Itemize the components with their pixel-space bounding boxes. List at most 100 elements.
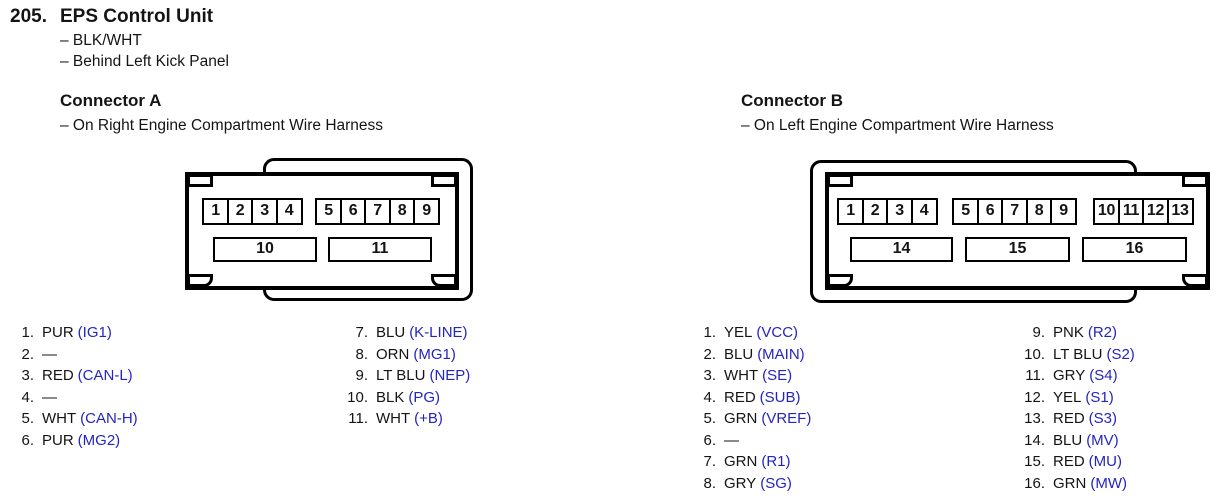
pin-box: 5 — [952, 198, 979, 225]
pin-number: 11. — [1025, 367, 1045, 384]
pin-row: 8.GRY(SG) — [690, 473, 811, 495]
pin-box: 6 — [339, 198, 367, 225]
wire-color: — — [42, 345, 57, 363]
pin-row: 10.LT BLU(S2) — [1019, 344, 1135, 366]
wire-color: LT BLU — [1053, 345, 1103, 363]
wire-color: GRY — [724, 474, 757, 492]
pin-row: 2.BLU(MAIN) — [690, 344, 811, 366]
pin-number: 1. — [21, 324, 34, 341]
pin-row: 7.BLU(K-LINE) — [342, 322, 470, 344]
pin-row: 1.PUR(IG1) — [8, 322, 138, 344]
corner-notch — [431, 174, 457, 187]
pin-box: 11 — [1117, 198, 1145, 225]
signal-name: (VCC) — [756, 324, 799, 341]
signal-name: (MV) — [1086, 431, 1119, 449]
pin-number: 12. — [1024, 388, 1045, 406]
wire-color: YEL — [1053, 388, 1082, 406]
pin-box: 10 — [1093, 198, 1120, 225]
wire-color: PUR — [42, 431, 74, 449]
pin-row: 3.RED(CAN-L) — [8, 365, 138, 387]
wire-color: BLU — [724, 345, 754, 363]
signal-name: (MG1) — [413, 345, 456, 363]
pin-number: 9. — [1032, 324, 1045, 341]
wire-color: WHT — [42, 410, 77, 427]
pin-row: 13. RED(S3) — [1019, 408, 1135, 430]
corner-notch — [827, 274, 853, 287]
pin-number: 7. — [703, 453, 716, 470]
pin-number: 15. — [1024, 453, 1045, 470]
pin-box: 8 — [388, 198, 416, 225]
wire-color: YEL — [724, 324, 753, 341]
pin-number: 2. — [21, 345, 34, 363]
pin-number: 14. — [1024, 431, 1045, 449]
pin-box: 5 — [315, 198, 342, 225]
signal-name: (NEP) — [429, 367, 471, 384]
pin-row: 3.WHT(SE) — [690, 365, 811, 387]
corner-notch — [187, 274, 213, 287]
signal-name: (S3) — [1088, 410, 1118, 427]
corner-notch — [1182, 174, 1208, 187]
connector-a-subtitle: – On Right Engine Compartment Wire Harne… — [60, 117, 384, 134]
pin-row: 14. BLU(MV) — [1019, 430, 1135, 452]
connector-b-subtitle: – On Left Engine Compartment Wire Harnes… — [741, 117, 1054, 134]
signal-name: (+B) — [414, 410, 443, 427]
pin-row: 11.WHT(+B) — [342, 408, 470, 430]
pin-box-wide: 15 — [965, 237, 1070, 262]
wire-color: WHT — [724, 367, 759, 384]
pin-number: 10. — [1024, 345, 1045, 363]
pin-number: 13. — [1024, 410, 1045, 427]
wire-color: BLU — [376, 324, 406, 341]
pin-number: 6. — [703, 431, 716, 449]
pin-number: 3. — [21, 367, 34, 384]
pin-row: 11.GRY(S4) — [1019, 365, 1135, 387]
pin-box: 2 — [226, 198, 254, 225]
item-number: 205. — [10, 6, 47, 27]
pin-box: 8 — [1025, 198, 1053, 225]
pin-row: 10.BLK(PG) — [342, 387, 470, 409]
wire-color: GRY — [1053, 367, 1086, 384]
wire-color: BLU — [1053, 431, 1083, 449]
pin-row: 8.ORN(MG1) — [342, 344, 470, 366]
connector-b-pin-list-left: 1.YEL(VCC) 2.BLU(MAIN) 3.WHT(SE) 4.RED(S… — [690, 322, 811, 494]
wire-color: GRN — [1053, 474, 1087, 492]
pin-box: 3 — [886, 198, 913, 225]
pin-number: 2. — [703, 345, 716, 363]
pin-box: 12 — [1142, 198, 1169, 225]
pin-number: 7. — [355, 324, 368, 341]
pin-row: 1.YEL(VCC) — [690, 322, 811, 344]
pin-number: 8. — [355, 345, 368, 363]
pin-box: 1 — [202, 198, 229, 225]
pin-box: 4 — [275, 198, 303, 225]
pin-number: 8. — [703, 474, 716, 492]
signal-name: (SE) — [762, 367, 793, 384]
pin-row: 4.— — [8, 387, 138, 409]
wire-color: PUR — [42, 324, 74, 341]
signal-name: (R2) — [1087, 324, 1118, 341]
wire-color: RED — [1053, 410, 1085, 427]
unit-location: – Behind Left Kick Panel — [60, 53, 229, 70]
pin-box: 4 — [910, 198, 938, 225]
pin-row: 9. PNK(R2) — [1019, 322, 1135, 344]
wire-color: GRN — [724, 410, 758, 427]
wire-color: — — [724, 431, 739, 449]
unit-wire-color: – BLK/WHT — [60, 32, 142, 49]
pin-row: 4.RED(SUB) — [690, 387, 811, 409]
pin-box: 2 — [861, 198, 889, 225]
pin-number: 5. — [703, 410, 716, 427]
wire-color: PNK — [1053, 324, 1084, 341]
page-title: EPS Control Unit — [60, 6, 214, 27]
wire-color: LT BLU — [376, 367, 426, 384]
pin-box: 7 — [364, 198, 391, 225]
pin-row: 7.GRN(R1) — [690, 451, 811, 473]
pin-box: 7 — [1001, 198, 1028, 225]
signal-name: (MW) — [1090, 474, 1127, 492]
corner-notch — [187, 174, 213, 187]
pin-number: 11. — [348, 410, 368, 427]
signal-name: (MG2) — [77, 431, 121, 449]
pin-box: 13 — [1166, 198, 1194, 225]
